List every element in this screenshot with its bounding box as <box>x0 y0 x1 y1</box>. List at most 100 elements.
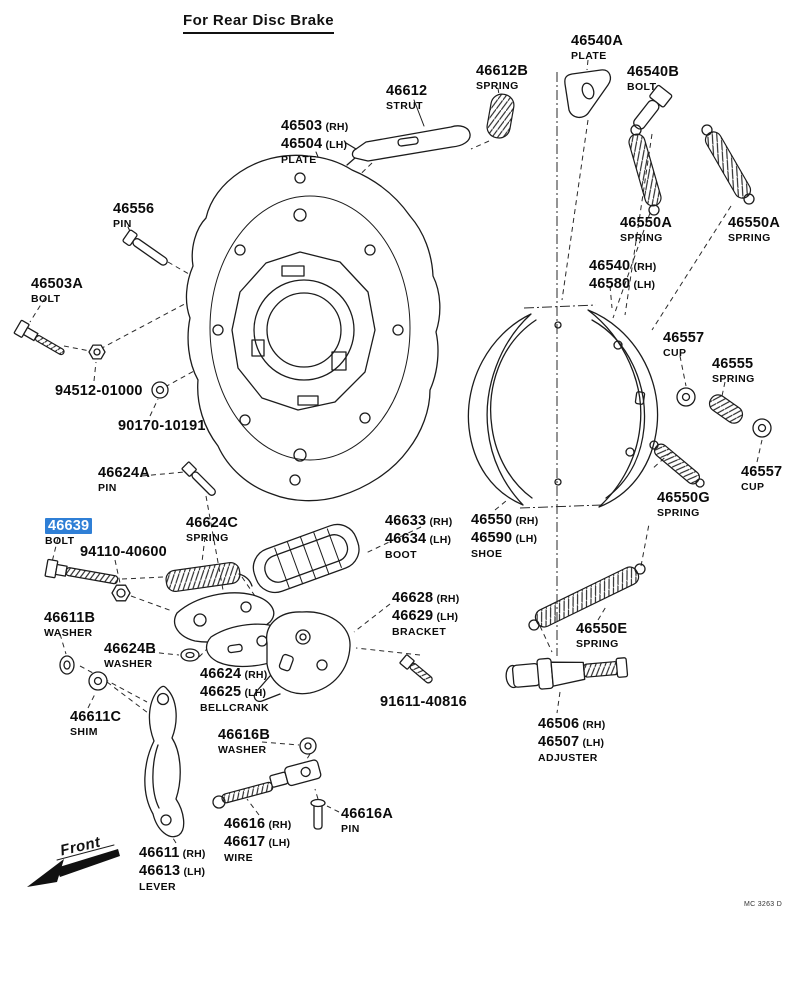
plate-46540a-drawing <box>564 69 612 119</box>
label-46503-line: PLATE <box>281 154 317 166</box>
bolt-46503a-drawing <box>13 319 65 356</box>
label-46540a-line: PLATE <box>571 50 607 62</box>
label-46624c-line: SPRING <box>186 532 229 544</box>
label-46611-line: 46613 (LH) <box>139 863 206 879</box>
label-46611-line: 46611 (RH) <box>139 845 206 861</box>
label-46624-line: 46625 (LH) <box>200 684 267 700</box>
washer-46616b-drawing <box>299 737 317 755</box>
bolt-46540b-drawing <box>633 84 673 130</box>
label-46506[interactable]: 46506 (RH)46507 (LH)ADJUSTER <box>538 716 605 764</box>
strut-drawing <box>345 125 471 166</box>
label-46550a-2-line: SPRING <box>728 232 771 244</box>
centerline-dashdot <box>519 72 603 656</box>
label-46557-2-line: 46557 <box>741 464 783 480</box>
label-46633-line: 46633 (RH) <box>385 513 453 529</box>
label-46616a-line: PIN <box>341 823 360 835</box>
label-46550e-line: SPRING <box>576 638 619 650</box>
label-46611c-line: SHIM <box>70 726 98 738</box>
label-94512[interactable]: 94512-01000 <box>55 383 143 400</box>
label-46616-line: 46616 (RH) <box>224 816 292 832</box>
wire-drawing <box>212 759 322 809</box>
label-46611-line: LEVER <box>139 881 177 893</box>
label-46633[interactable]: 46633 (RH)46634 (LH)BOOT <box>385 513 452 561</box>
label-46616a-line: 46616A <box>341 806 393 822</box>
shoe-right-drawing <box>587 309 659 508</box>
washer-46611b-drawing <box>59 655 75 675</box>
label-46628[interactable]: 46628 (RH)46629 (LH)BRACKET <box>392 590 459 638</box>
label-94110-line: 94110-40600 <box>80 544 167 560</box>
label-46624[interactable]: 46624 (RH)46625 (LH)BELLCRANK <box>200 666 269 714</box>
label-46540[interactable]: 46540 (RH)46580 (LH) <box>589 258 656 294</box>
label-46624a-line: PIN <box>98 482 117 494</box>
label-46550e-line: 46550E <box>576 621 628 637</box>
label-46503-line: 46504 (LH) <box>281 136 348 152</box>
label-91611[interactable]: 91611-40816 <box>380 694 467 711</box>
label-46612b-line: SPRING <box>476 80 519 92</box>
label-46503[interactable]: 46503 (RH) 46504 (LH) PLATE <box>281 118 348 166</box>
label-46616[interactable]: 46616 (RH) 46617 (LH) WIRE <box>224 816 291 864</box>
label-46557-1-line: CUP <box>663 347 687 359</box>
label-46616-line: WIRE <box>224 852 254 864</box>
label-46616-line: 46617 (LH) <box>224 834 291 850</box>
label-46550a-1-line: SPRING <box>620 232 663 244</box>
spring-46555-drawing <box>708 394 744 424</box>
label-46624c-line: 46624C <box>186 515 238 531</box>
label-46550-line: 46550 (RH) <box>471 512 539 528</box>
label-46624-line: BELLCRANK <box>200 702 269 714</box>
label-46503-line: 46503 (RH) <box>281 118 349 134</box>
label-46611[interactable]: 46611 (RH) 46613 (LH) LEVER <box>139 845 206 893</box>
label-90170[interactable]: 90170-10191 <box>118 418 206 435</box>
label-94110[interactable]: 94110-40600 <box>80 544 167 561</box>
label-46540b-line: 46540B <box>627 64 679 80</box>
label-46612-line: 46612 <box>386 83 428 99</box>
cup-46557-1-drawing <box>676 387 696 407</box>
label-46611b-line: WASHER <box>44 627 93 639</box>
label-46506-line: 46507 (LH) <box>538 734 605 750</box>
label-46611c-line: 46611C <box>70 709 122 725</box>
label-46556-line: PIN <box>113 218 132 230</box>
cup-46557-2-drawing <box>752 418 772 438</box>
nut-94512-drawing <box>88 344 106 360</box>
label-46556-line: 46556 <box>113 201 155 217</box>
bracket-drawing <box>253 611 351 703</box>
label-46612-line: STRUT <box>386 100 423 112</box>
washer-90170-drawing <box>151 381 169 399</box>
pin-46556-drawing <box>122 229 168 266</box>
shim-46611c-drawing <box>88 671 108 691</box>
label-46550-line: 46590 (LH) <box>471 530 538 546</box>
label-46550[interactable]: 46550 (RH)46590 (LH)SHOE <box>471 512 538 560</box>
label-46624b-line: 46624B <box>104 641 156 657</box>
drawing-code: MC 3263 D <box>744 901 783 908</box>
front-arrow-icon <box>27 844 120 887</box>
label-46628-line: BRACKET <box>392 626 447 638</box>
label-46633-line: BOOT <box>385 549 417 561</box>
label-46506-line: 46506 (RH) <box>538 716 606 732</box>
label-46550a-2-line: 46550A <box>728 215 780 231</box>
adjuster-drawing <box>505 657 629 690</box>
label-46624a-line: 46624A <box>98 465 150 481</box>
pin-46624a-drawing <box>181 461 216 496</box>
